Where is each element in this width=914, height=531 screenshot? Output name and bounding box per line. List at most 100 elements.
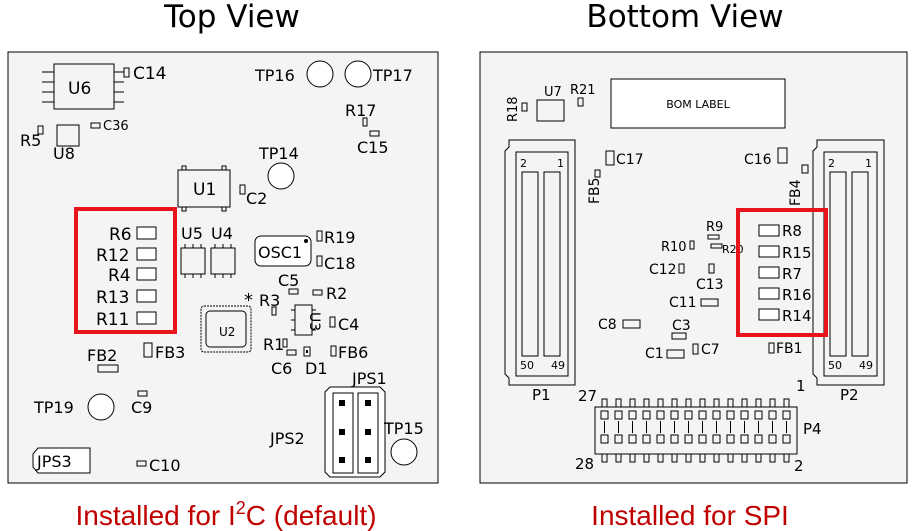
tp17-pad bbox=[344, 60, 372, 88]
c9-label: C9 bbox=[131, 398, 152, 417]
c1-pad bbox=[666, 349, 685, 359]
osc1-label: OSC1 bbox=[258, 243, 302, 262]
p4-pin-lead bbox=[769, 453, 776, 463]
tp15-label: TP15 bbox=[383, 419, 424, 438]
r20-pad bbox=[710, 243, 723, 249]
r5-label: R5 bbox=[20, 131, 41, 150]
r13-pad bbox=[136, 289, 157, 303]
r6-pad bbox=[136, 226, 157, 240]
r6-label: R6 bbox=[109, 225, 132, 245]
r12-pad bbox=[136, 247, 157, 261]
p4-pin bbox=[642, 410, 651, 420]
p4-pin bbox=[754, 410, 763, 420]
r19-pad bbox=[316, 230, 323, 242]
u8-component bbox=[56, 124, 80, 147]
p4-pin-lead bbox=[629, 453, 636, 463]
tp15-pad bbox=[390, 438, 418, 466]
p4-pin-lead bbox=[643, 453, 650, 463]
c16-label: C16 bbox=[744, 152, 772, 168]
r3-star: * bbox=[244, 290, 253, 311]
p4-pin-lead bbox=[699, 398, 706, 408]
c13-pad bbox=[708, 263, 715, 274]
r20-label: R20 bbox=[722, 243, 744, 256]
bottom-view-title: Bottom View bbox=[586, 0, 783, 35]
c7-pad bbox=[692, 343, 699, 355]
r8-label: R8 bbox=[782, 222, 802, 240]
p4-pin bbox=[698, 410, 707, 420]
r18-label: R18 bbox=[506, 96, 521, 122]
jps1-label: JPS1 bbox=[351, 369, 387, 388]
top-view-title: Top View bbox=[163, 0, 300, 35]
c5-label: C5 bbox=[278, 271, 299, 290]
r9-pad bbox=[707, 234, 720, 240]
r13-label: R13 bbox=[96, 288, 129, 308]
p4-pin-lead bbox=[769, 398, 776, 408]
u8-label: U8 bbox=[53, 144, 75, 163]
p4-pin-lead bbox=[629, 398, 636, 408]
p4-pin bbox=[726, 434, 735, 444]
p4-pin bbox=[754, 434, 763, 444]
p4-pin bbox=[670, 434, 679, 444]
c14-pad bbox=[123, 67, 130, 78]
bom-label-text: BOM LABEL bbox=[666, 98, 730, 111]
r2-label: R2 bbox=[326, 284, 347, 303]
osc1-component bbox=[254, 235, 312, 267]
c3-label: C3 bbox=[672, 318, 691, 334]
r10-pad bbox=[689, 240, 695, 250]
p4-pin-lead bbox=[713, 398, 720, 408]
p4-pin27-label: 27 bbox=[578, 387, 597, 405]
u3-component bbox=[291, 304, 316, 336]
r18-pad bbox=[521, 102, 528, 112]
c15-label: C15 bbox=[357, 138, 389, 157]
p4-pin28-label: 28 bbox=[575, 455, 594, 473]
p4-pin bbox=[614, 410, 623, 420]
p4-pin bbox=[656, 434, 665, 444]
p4-pin bbox=[628, 410, 637, 420]
p2-connector bbox=[812, 139, 885, 386]
p4-pin-lead bbox=[755, 453, 762, 463]
r14-pad bbox=[758, 308, 780, 321]
r15-pad bbox=[758, 245, 780, 258]
p4-pin bbox=[600, 434, 609, 444]
r12-label: R12 bbox=[96, 246, 129, 266]
u5-label: U5 bbox=[181, 224, 203, 243]
osc1-pin1-dot bbox=[304, 239, 308, 243]
r15-label: R15 bbox=[782, 244, 812, 262]
u6-component bbox=[42, 63, 124, 110]
fb3-label: FB3 bbox=[155, 343, 185, 362]
tp19-pad bbox=[87, 393, 115, 421]
r7-label: R7 bbox=[782, 265, 802, 283]
p4-pin bbox=[656, 410, 665, 420]
c13-label: C13 bbox=[696, 277, 724, 293]
c2-pad bbox=[239, 184, 246, 195]
r17-label: R17 bbox=[345, 101, 376, 120]
p4-pin-lead bbox=[601, 398, 608, 408]
bottom-caption: Installed for SPI bbox=[591, 500, 789, 531]
u4-label: U4 bbox=[211, 224, 233, 243]
fb2-label: FB2 bbox=[87, 346, 117, 365]
r4-pad bbox=[136, 267, 157, 281]
c3-pad bbox=[671, 332, 687, 340]
p4-pin bbox=[684, 410, 693, 420]
fb6-pad bbox=[330, 345, 337, 357]
p4-pin bbox=[740, 410, 749, 420]
r3-label: R3 bbox=[259, 291, 280, 310]
p4-pin-lead bbox=[671, 453, 678, 463]
c18-pad bbox=[316, 255, 323, 267]
c2-label: C2 bbox=[246, 189, 267, 208]
p4-pin-lead bbox=[615, 398, 622, 408]
p4-pin-lead bbox=[755, 398, 762, 408]
p1-pin1-label: 1 bbox=[557, 157, 564, 170]
p1-pin2-label: 2 bbox=[520, 157, 527, 170]
p4-pin bbox=[670, 410, 679, 420]
p4-pin-lead bbox=[615, 453, 622, 463]
p2-label: P2 bbox=[840, 386, 859, 404]
p4-pin-lead bbox=[671, 398, 678, 408]
p4-pin-lead bbox=[643, 398, 650, 408]
u2-label: U2 bbox=[219, 325, 235, 339]
p4-pin-lead bbox=[685, 398, 692, 408]
r7-pad bbox=[758, 266, 780, 279]
c11-label: C11 bbox=[669, 295, 697, 311]
p4-pin2-label: 2 bbox=[794, 457, 804, 475]
d1-polarity-mark bbox=[306, 350, 308, 353]
